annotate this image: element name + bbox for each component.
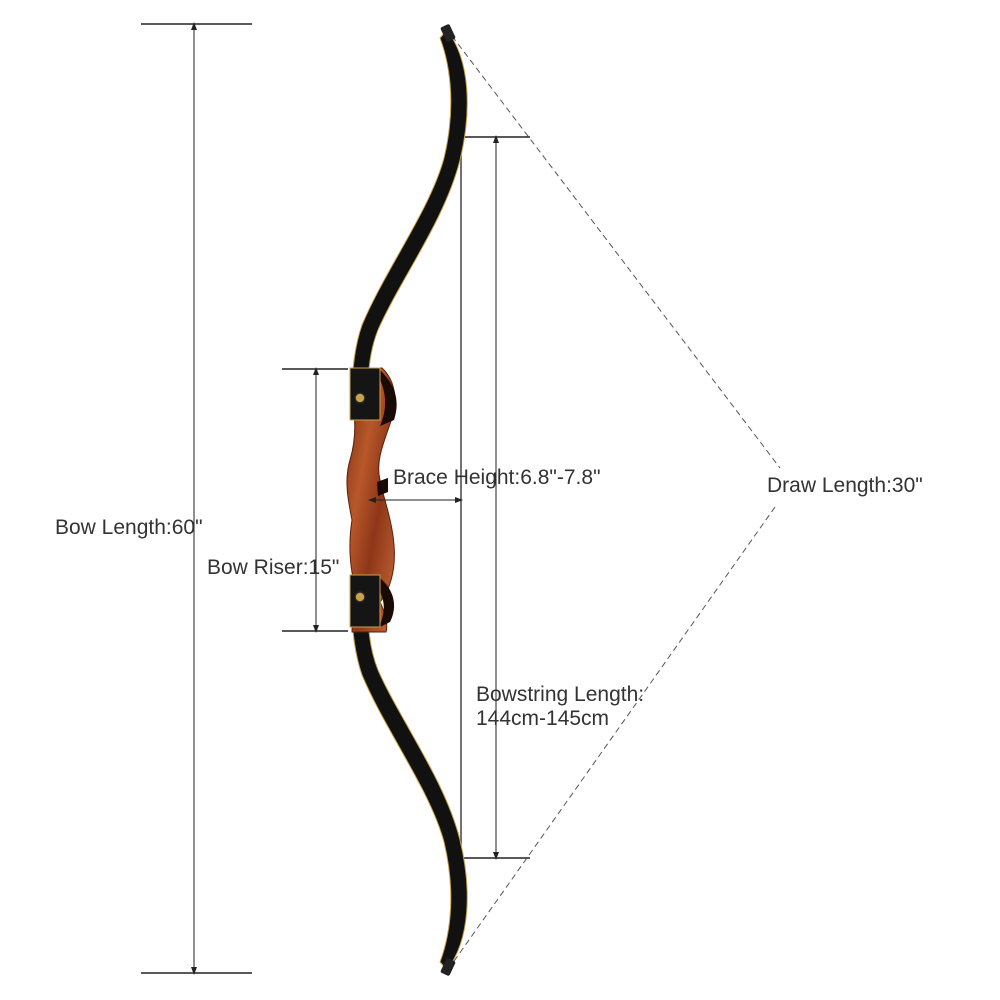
draw-length-dimension (451, 35, 781, 965)
lower-limb-tip (440, 958, 456, 976)
draw-length-upper-dashed-line (451, 35, 781, 469)
upper-limb-pocket (349, 367, 381, 421)
lower-limb-bolt (354, 591, 366, 603)
bow-riser-dimension (282, 367, 348, 633)
upper-limb-bolt (354, 392, 366, 404)
bow-length-dimension (141, 22, 252, 975)
bowstring-length-label-line2: 144cm-145cm (476, 706, 610, 730)
bow-length-label: Bow Length:60" (55, 516, 203, 539)
lower-limb (351, 609, 468, 976)
draw-length-lower-dashed-line (451, 506, 776, 965)
brace-height-label: Brace Height:6.8"-7.8" (393, 466, 601, 489)
draw-length-label: Draw Length:30" (767, 474, 923, 497)
upper-limb-tip (440, 24, 456, 42)
bowstring-length-label-line1: Bowstring Length: (476, 683, 645, 706)
upper-limb (351, 24, 468, 391)
bow-riser-label: Bow Riser:15" (207, 556, 340, 579)
bowstring-length-dimension (462, 135, 530, 860)
lower-limb-pocket (349, 574, 381, 628)
bowstring-length-label: Bowstring Length: 144cm-145cm (476, 683, 644, 730)
